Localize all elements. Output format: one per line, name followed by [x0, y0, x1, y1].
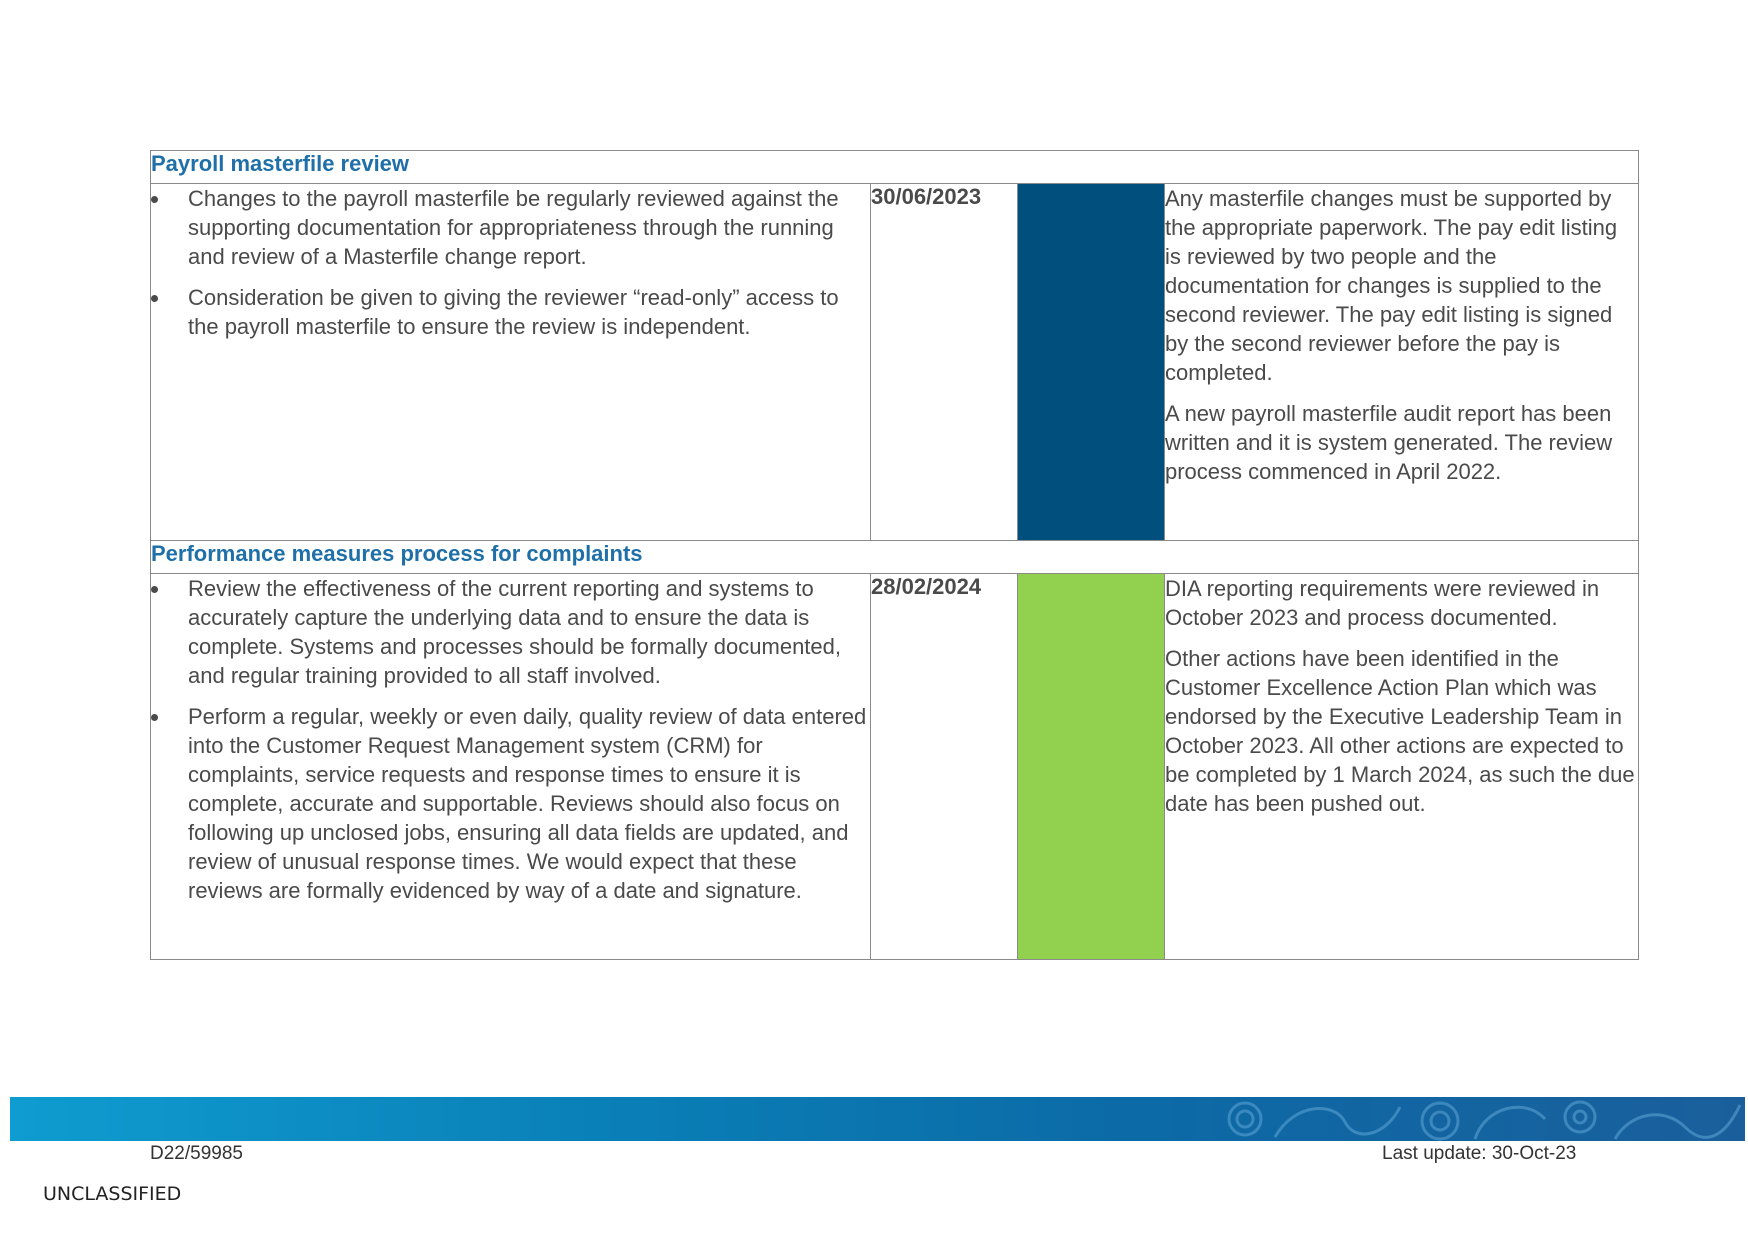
comment-paragraph: DIA reporting requirements were reviewed…: [1165, 576, 1600, 630]
comments-cell: DIA reporting requirements were reviewed…: [1163, 573, 1640, 960]
recommendation-item: Consideration be given to giving the rev…: [151, 283, 870, 341]
recommendations-cell: Changes to the payroll masterfile be reg…: [150, 183, 871, 541]
recommendation-item: Review the effectiveness of the current …: [151, 574, 870, 690]
footer-band: [10, 1097, 1745, 1141]
comment-paragraph: Any masterfile changes must be supported…: [1165, 186, 1618, 385]
recommendation-item: Perform a regular, weekly or even daily,…: [151, 702, 870, 905]
section-title: Payroll masterfile review: [149, 150, 1640, 184]
status-indicator: [1017, 183, 1165, 541]
last-update: Last update: 30-Oct-23: [1382, 1143, 1577, 1164]
document-reference: D22/59985: [150, 1143, 243, 1164]
section-header-row: Payroll masterfile review: [149, 150, 1640, 184]
section-title: Performance measures process for complai…: [149, 540, 1640, 574]
recommendation-item: Changes to the payroll masterfile be reg…: [151, 184, 870, 271]
comment-paragraph: Other actions have been identified in th…: [1165, 646, 1635, 816]
comment-paragraph: A new payroll masterfile audit report ha…: [1165, 401, 1613, 484]
koru-pattern-icon: [1227, 1100, 1742, 1141]
section-row: Changes to the payroll masterfile be reg…: [150, 183, 1640, 541]
classification-label: UNCLASSIFIED: [43, 1183, 182, 1205]
status-indicator: [1017, 573, 1165, 960]
section-header-row: Performance measures process for complai…: [149, 540, 1640, 574]
recommendations-cell: Review the effectiveness of the current …: [150, 573, 871, 960]
due-date: 30/06/2023: [870, 183, 1018, 541]
due-date: 28/02/2024: [870, 573, 1018, 960]
comments-cell: Any masterfile changes must be supported…: [1163, 183, 1640, 541]
section-row: Review the effectiveness of the current …: [150, 573, 1640, 960]
recommendations-table: Payroll masterfile review Changes to the…: [149, 150, 1640, 960]
recommendation-list: Review the effectiveness of the current …: [151, 574, 870, 905]
recommendation-list: Changes to the payroll masterfile be reg…: [151, 184, 870, 341]
